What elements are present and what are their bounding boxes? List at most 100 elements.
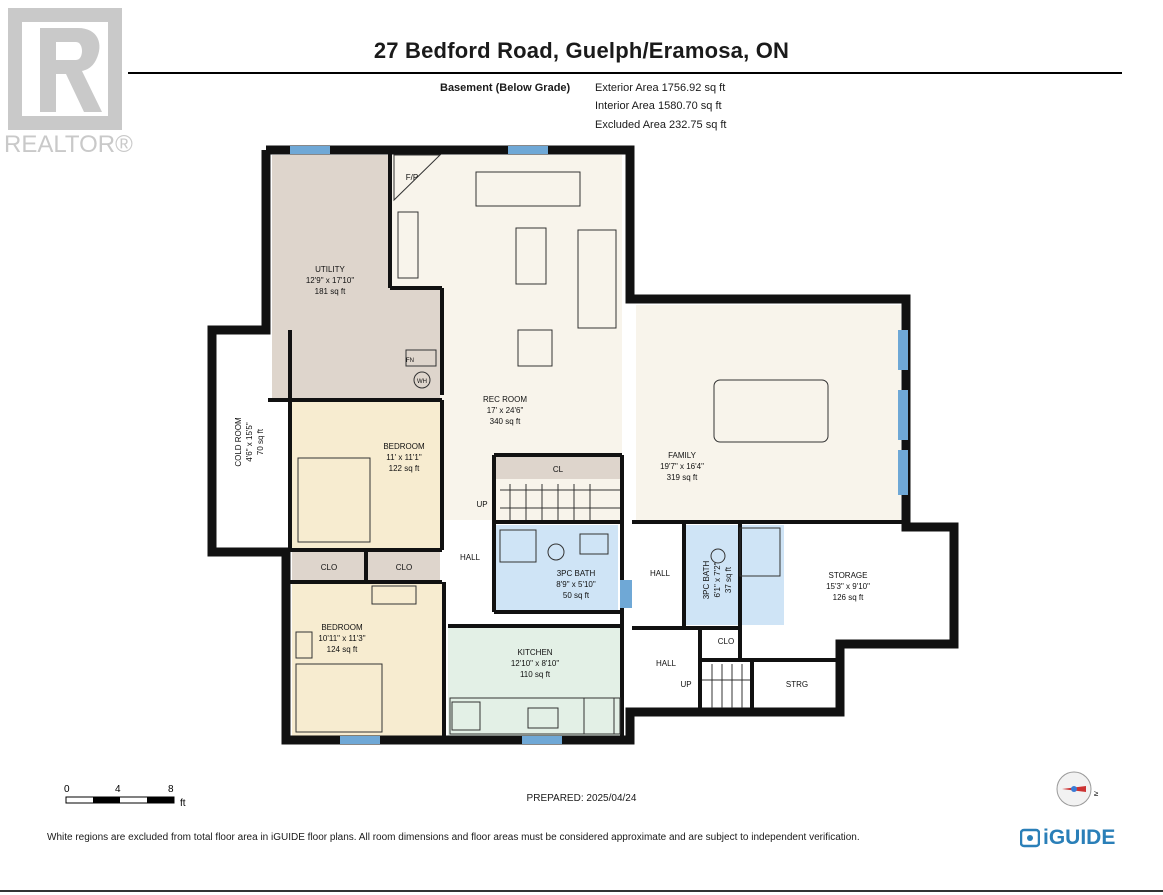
bedroom2-dims: 10'11" x 11'3": [318, 634, 365, 643]
realtor-logo: REALTOR®: [4, 8, 133, 158]
window-utility: [290, 146, 330, 154]
bath1-dims: 8'9" x 5'10": [556, 580, 596, 589]
scale-tick-4: 4: [115, 784, 121, 795]
bed2: [295, 663, 383, 733]
outer-wall: [207, 145, 959, 745]
utility-dims: 12'9" x 17'10": [306, 276, 354, 285]
excluded-area: Excluded Area 232.75 sq ft: [595, 119, 727, 131]
bath2-label: 3PC BATH 6'1" x 7'2" 37 sq ft: [702, 561, 733, 600]
bath1-area: 50 sq ft: [563, 591, 590, 600]
title-divider: [128, 72, 1122, 74]
exterior-walls: [207, 145, 959, 745]
bedroom2-name: BEDROOM: [321, 623, 363, 632]
cold-room-dims: 4'6" x 15'5": [245, 422, 254, 462]
bedroom2-fill: [292, 582, 442, 737]
bath2-name: 3PC BATH: [702, 561, 711, 600]
level-label: Basement (Below Grade): [440, 82, 571, 94]
iguide-text: iGUIDE: [1043, 826, 1116, 849]
prepared-date: PREPARED: 2025/04/24: [526, 793, 637, 804]
stove: [451, 701, 481, 731]
fn-label: FN: [406, 358, 414, 364]
window-family-1: [898, 330, 908, 370]
cold-room-label: COLD ROOM 4'6" x 15'5" 70 sq ft: [234, 417, 265, 467]
scale-tick-8: 8: [168, 784, 174, 795]
compass-icon: ≥: [1056, 771, 1099, 807]
bed1: [297, 457, 371, 543]
hall-label-2: HALL: [650, 569, 671, 578]
bath2-fill: [686, 525, 784, 625]
toilet2: [710, 548, 726, 564]
scale-tick-0: 0: [64, 784, 70, 795]
scale-bar: 0 4 8 ft: [64, 784, 186, 809]
window-family-3: [898, 450, 908, 495]
rec-room-dims: 17' x 24'6": [487, 406, 524, 415]
water-heater: [413, 371, 431, 389]
family-name: FAMILY: [668, 451, 697, 460]
cold-room-name: COLD ROOM: [234, 417, 243, 467]
shower2: [739, 527, 781, 577]
nightstand: [295, 631, 313, 659]
sofa-top: [475, 171, 581, 207]
bath1-name: 3PC BATH: [557, 569, 596, 578]
clo-label-1: CLO: [321, 563, 337, 572]
hall-label-1: HALL: [460, 553, 481, 562]
storage-area: 126 sq ft: [833, 593, 864, 602]
armchair: [517, 329, 553, 367]
pool-table: [713, 379, 829, 443]
bedroom2-area: 124 sq ft: [327, 645, 358, 654]
hall-label-3: HALL: [656, 659, 677, 668]
rec-room-area: 340 sq ft: [490, 417, 521, 426]
iguide-icon: [1020, 828, 1040, 848]
svg-text:≥: ≥: [1094, 789, 1099, 798]
cl-label: CL: [553, 465, 564, 474]
window-hall: [620, 580, 632, 608]
family-area: 319 sq ft: [667, 473, 698, 482]
fridge: [583, 697, 615, 735]
furnace: [405, 349, 437, 367]
cold-room-area: 70 sq ft: [256, 428, 265, 455]
page-title: 27 Bedford Road, Guelph/Eramosa, ON: [373, 38, 790, 63]
bath2-area: 37 sq ft: [724, 566, 733, 593]
realtor-logo-frame: [8, 8, 122, 130]
wh-label: WH: [417, 379, 427, 385]
up-label-1: UP: [476, 500, 487, 509]
rec-room-name: REC ROOM: [483, 395, 527, 404]
fixtures: [295, 154, 829, 735]
storage-dims: 15'3" x 9'10": [826, 582, 870, 591]
window-rec: [508, 146, 548, 154]
realtor-logo-r: [40, 28, 102, 112]
bottom-border: [0, 890, 1163, 892]
family-fill: [636, 305, 901, 520]
toilet1: [547, 543, 565, 561]
iguide-logo: iGUIDE: [1020, 826, 1115, 850]
stairs: [500, 484, 750, 708]
family-dims: 19'7" x 16'4": [660, 462, 704, 471]
room-fills: [272, 155, 901, 737]
utility-area: 181 sq ft: [315, 287, 346, 296]
counter: [449, 697, 621, 735]
shower1: [499, 529, 537, 563]
kitchen-dims: 12'10" x 8'10": [511, 659, 559, 668]
bedroom1-area: 122 sq ft: [389, 464, 420, 473]
disclaimer-note: White regions are excluded from total fl…: [47, 832, 860, 843]
window-bedroom2: [340, 736, 380, 744]
fireplace: [393, 154, 442, 202]
bedroom1-name: BEDROOM: [383, 442, 425, 451]
sofa-side: [577, 229, 617, 329]
up-label-2: UP: [680, 680, 691, 689]
realtor-logo-text: REALTOR®: [4, 131, 133, 158]
kitchen-area: 110 sq ft: [520, 670, 551, 679]
kitchen-fill: [448, 628, 620, 736]
bedroom1-dims: 11' x 11'1": [386, 453, 422, 462]
bath1-fill: [496, 525, 618, 612]
windows: [290, 146, 908, 744]
rec-room-fill: [390, 155, 622, 520]
utility-name: UTILITY: [315, 265, 345, 274]
strg-label: STRG: [786, 680, 808, 689]
bench: [397, 211, 419, 279]
room-labels: UTILITY 12'9" x 17'10" 181 sq ft REC ROO…: [234, 173, 870, 689]
dresser: [371, 585, 417, 605]
window-family-2: [898, 390, 908, 440]
clo-label-3: CLO: [718, 637, 734, 646]
bedroom1-fill: [292, 400, 440, 550]
